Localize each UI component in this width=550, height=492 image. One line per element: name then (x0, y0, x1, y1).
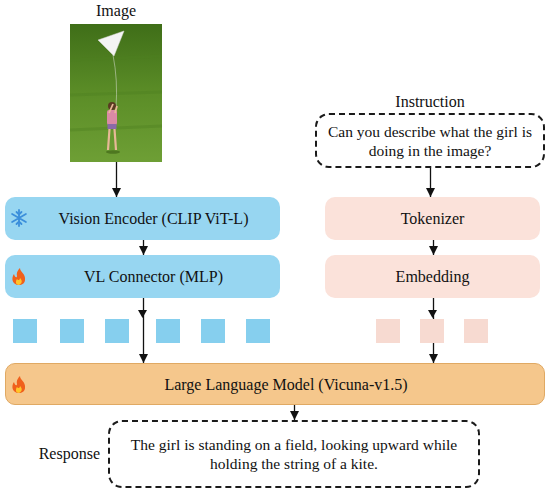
box-heading: Image (96, 2, 136, 20)
visual-token (156, 319, 180, 343)
girl-shorts (108, 124, 117, 129)
girl-shadow (106, 150, 120, 154)
tokenizer-box: Tokenizer (325, 197, 540, 240)
text-token (420, 319, 444, 343)
box-label: Tokenizer (401, 209, 465, 228)
response-box: ResponseThe girl is standing on a field,… (108, 420, 480, 488)
text-tokens (376, 319, 488, 343)
box-label: VL Connector (MLP) (84, 267, 223, 286)
flow-arrow (294, 405, 295, 420)
visual-token (201, 319, 225, 343)
token-arrowhead (138, 310, 147, 318)
flow-arrow (430, 168, 431, 197)
flow-arrow (116, 162, 117, 197)
instruction-box: InstructionCan you describe what the gir… (315, 113, 545, 168)
flow-arrow (433, 240, 434, 255)
box-label: Vision Encoder (CLIP ViT-L) (59, 209, 249, 228)
kite-string (113, 55, 117, 108)
embedding-box: Embedding (325, 255, 540, 298)
flow-arrow (433, 298, 434, 363)
visual-token (60, 319, 84, 343)
visual-token (105, 319, 129, 343)
girl-arms (109, 104, 117, 113)
text-token (464, 319, 488, 343)
encoder-box: Vision Encoder (CLIP ViT-L) (5, 197, 280, 240)
flow-arrow (143, 240, 144, 255)
visual-token (246, 319, 270, 343)
box-label: Can you describe what the girl is doing … (327, 122, 533, 160)
flow-arrow (143, 298, 144, 363)
box-heading: Response (39, 445, 100, 463)
connector-box: VL Connector (MLP) (5, 255, 280, 298)
girl-legs (108, 129, 116, 150)
box-heading: Instruction (395, 93, 464, 111)
visual-token (13, 319, 37, 343)
text-token (376, 319, 400, 343)
token-arrowhead (428, 310, 437, 318)
llm-box: Large Language Model (Vicuna-v1.5) (5, 363, 545, 405)
kite (98, 31, 124, 56)
box-label: Large Language Model (Vicuna-v1.5) (164, 375, 407, 394)
box-label: Embedding (396, 267, 470, 286)
box-label: The girl is standing on a field, looking… (120, 435, 468, 473)
grass-texture (70, 56, 162, 130)
visual-tokens (13, 319, 270, 343)
input-image: Image (70, 24, 162, 162)
grass-field (70, 24, 162, 162)
